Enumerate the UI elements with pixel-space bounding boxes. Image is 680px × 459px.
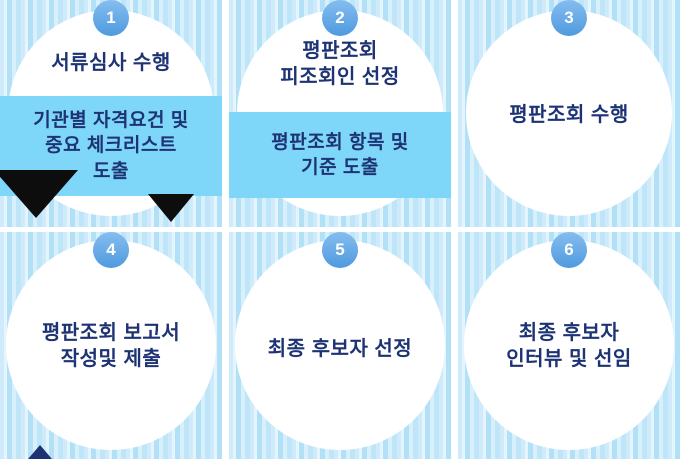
step-cell-4: 평판조회 보고서 작성및 제출 4 [0,232,222,459]
step-circle [235,240,445,450]
step-number-badge: 2 [322,0,358,36]
step-cell-6: 최종 후보자 인터뷰 및 선임 6 [458,232,680,459]
step-title: 평판조회 피조회인 선정 [280,40,400,89]
step-circle [466,10,672,216]
triangle-decoration [148,194,194,222]
step-cell-1: 기관별 자격요건 및 중요 체크리스트 도출 서류심사 수행 1 [0,0,222,227]
triangle-decoration [28,445,52,459]
step-circle [464,240,674,450]
step-number-badge: 1 [93,0,129,36]
step-title: 최종 후보자 인터뷰 및 선임 [506,322,632,371]
step-number-badge: 6 [551,232,587,268]
step-number-badge: 3 [551,0,587,36]
step-cell-5: 최종 후보자 선정 5 [229,232,451,459]
step-title: 최종 후보자 선정 [267,338,413,360]
step-cell-3: 평판조회 수행 3 [458,0,680,227]
step-circle [6,240,216,450]
step-cell-2: 평판조회 항목 및 기준 도출 평판조회 피조회인 선정 2 [229,0,451,227]
step-detail-box: 평판조회 항목 및 기준 도출 [229,112,451,198]
step-title: 서류심사 수행 [51,52,171,74]
step-number-badge: 5 [322,232,358,268]
step-number-badge: 4 [93,232,129,268]
step-title: 평판조회 보고서 작성및 제출 [41,322,181,371]
step-title: 평판조회 수행 [509,104,629,126]
step-detail-box: 기관별 자격요건 및 중요 체크리스트 도출 [0,96,222,196]
